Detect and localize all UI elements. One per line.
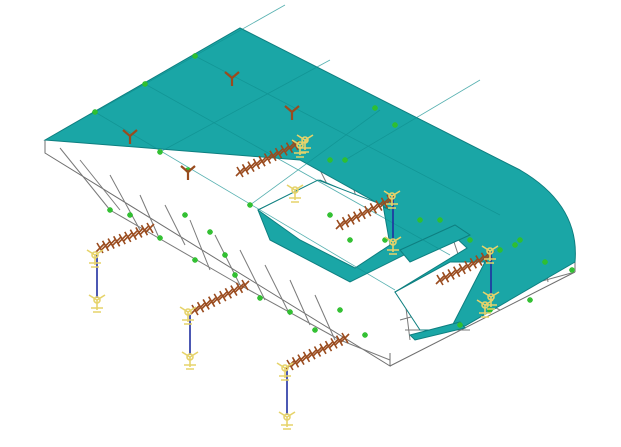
load-arrow-icon	[335, 194, 395, 231]
load-arrow-icon	[235, 139, 300, 178]
node-marker-icon	[569, 267, 575, 273]
load-arrow-icon	[95, 222, 155, 254]
node-marker-icon	[512, 242, 518, 248]
node-marker-icon	[417, 217, 423, 223]
node-marker-icon	[467, 237, 473, 243]
load-arrow-icon	[190, 279, 250, 316]
node-marker-icon	[327, 157, 333, 163]
deck-strip	[399, 224, 472, 263]
support-symbol-icon	[296, 134, 314, 153]
node-marker-icon	[457, 322, 463, 328]
node-marker-icon	[127, 212, 133, 218]
node-marker-icon	[327, 212, 333, 218]
support-symbols	[86, 134, 500, 430]
node-marker-icon	[222, 252, 228, 258]
node-marker-icon	[527, 297, 533, 303]
node-marker-icon	[372, 105, 378, 111]
support-symbol-icon	[86, 249, 104, 268]
support-symbol-icon	[278, 411, 296, 430]
load-arrow-icon	[224, 71, 240, 86]
node-marker-icon	[382, 237, 388, 243]
node-marker-icon	[185, 167, 191, 173]
support-symbol-icon	[476, 299, 494, 318]
load-arrow-icon	[284, 105, 300, 120]
support-symbol-icon	[179, 306, 197, 325]
node-marker-icon	[92, 109, 98, 115]
support-symbol-icon	[383, 190, 401, 209]
node-marker-icon	[497, 247, 503, 253]
node-marker-icon	[437, 217, 443, 223]
node-marker-icon	[192, 257, 198, 263]
load-arrows	[95, 71, 495, 371]
node-marker-icon	[342, 157, 348, 163]
node-marker-icon	[487, 307, 493, 313]
node-marker-icon	[142, 81, 148, 87]
support-symbol-icon	[276, 362, 294, 381]
node-marker-icon	[157, 235, 163, 241]
node-marker-icon	[232, 272, 238, 278]
deck-opening-lower	[394, 261, 486, 331]
load-arrow-icon	[122, 129, 138, 144]
frame-edge-bottom	[389, 271, 576, 367]
node-marker-icon	[517, 237, 523, 243]
node-marker-icon	[107, 207, 113, 213]
deck-surface[interactable]	[43, 4, 576, 341]
node-marker-icon	[337, 307, 343, 313]
node-marker-icon	[542, 259, 548, 265]
support-symbol-icon	[481, 245, 499, 264]
load-arrow-icon	[180, 165, 196, 180]
support-symbol-icon	[286, 184, 304, 203]
node-marker-icon	[312, 327, 318, 333]
support-symbol-icon	[88, 294, 106, 313]
deck-strip-small	[409, 321, 466, 341]
support-symbol-icon	[384, 236, 402, 255]
node-marker-icon	[192, 53, 198, 59]
deck-grid	[89, 4, 501, 291]
node-marker-icon	[257, 295, 263, 301]
node-marker-icon	[157, 149, 163, 155]
node-marker-icon	[392, 122, 398, 128]
deck-plate[interactable]	[43, 27, 576, 331]
load-arrow-icon	[435, 249, 495, 286]
support-symbol-icon	[181, 351, 199, 370]
load-arrow-icon	[285, 332, 350, 371]
node-marker-icon	[287, 309, 293, 315]
node-marker-icon	[247, 202, 253, 208]
node-marker-icon	[347, 237, 353, 243]
node-marker-icon	[207, 229, 213, 235]
node-marker-icon	[182, 212, 188, 218]
node-markers	[92, 53, 575, 338]
node-marker-icon	[362, 332, 368, 338]
